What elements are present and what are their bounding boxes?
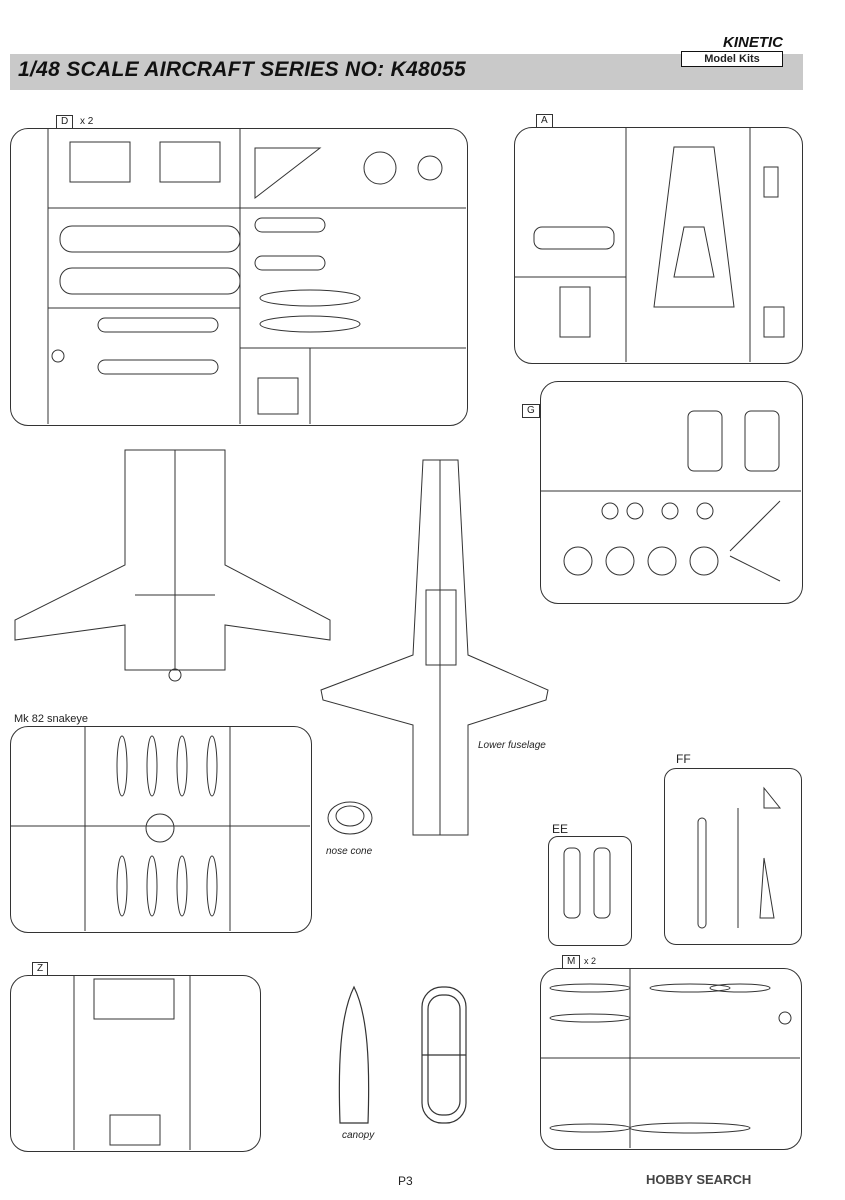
sprue-a-tag: A [536, 114, 553, 128]
watermark: HOBBY SEARCH [646, 1172, 752, 1187]
canopy-right-drawing [421, 986, 467, 1124]
sprue-ee-label: EE [552, 822, 569, 836]
sprue-tree-mk82 [10, 726, 312, 933]
sprue-g-tag: G [522, 404, 540, 418]
sprue-tree-ee [548, 836, 632, 946]
sprue-ff-label: FF [676, 752, 691, 766]
sprue-tree-g [540, 381, 803, 604]
brand-logo: KINETIC Model Kits [677, 35, 783, 67]
nose-cone-label: nose cone [326, 846, 373, 857]
sprue-m-tag: M [562, 955, 581, 969]
canopy-label: canopy [342, 1130, 375, 1141]
sprue-a-drawing [514, 127, 785, 362]
sprue-m-count: x 2 [584, 956, 597, 966]
brand-subtitle: Model Kits [681, 51, 783, 67]
sprue-tree-d [10, 128, 468, 426]
sprue-z-tag: Z [32, 962, 49, 976]
brand-name: KINETIC [723, 34, 783, 51]
lower-fuselage-drawing [320, 459, 549, 836]
nose-cone-drawing [327, 801, 373, 835]
sprue-tree-m [540, 968, 802, 1150]
sprue-g-drawing [540, 410, 801, 582]
sprue-d-count: x 2 [80, 116, 94, 127]
sprue-tree-ff [664, 768, 802, 945]
sprue-m-drawing [540, 968, 800, 1148]
sprue-tree-z [10, 975, 261, 1152]
page-title: 1/48 SCALE AIRCRAFT SERIES NO: K48055 [18, 58, 466, 81]
sprue-tree-a [514, 127, 803, 364]
mk82-label: Mk 82 snakeye [14, 713, 88, 725]
sprue-d-tag: D [56, 115, 74, 129]
sprue-ff-drawing [697, 786, 782, 929]
sprue-d-drawing [47, 128, 466, 424]
canopy-left-drawing [338, 985, 370, 1124]
sprue-z-drawing [73, 975, 191, 1150]
header-bar [10, 54, 803, 90]
upper-wing-drawing [14, 449, 331, 682]
sprue-ee-drawing [563, 847, 611, 919]
page-number: P3 [398, 1174, 413, 1188]
lower-fuselage-label: Lower fuselage [478, 740, 546, 751]
sprue-mk82-drawing [10, 726, 310, 931]
